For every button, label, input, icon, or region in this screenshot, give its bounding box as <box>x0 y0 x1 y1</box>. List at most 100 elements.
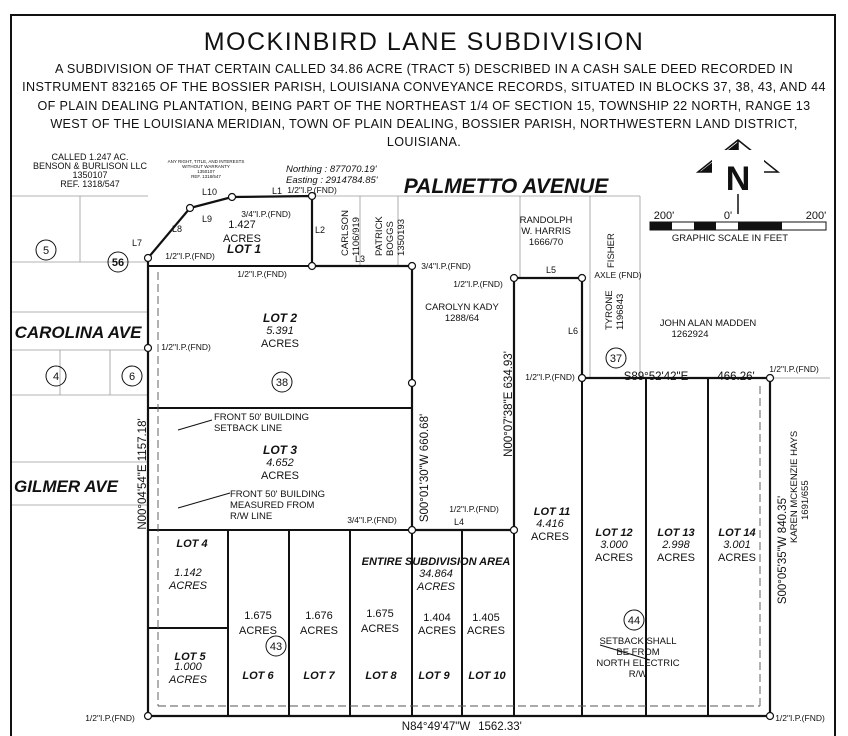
svg-text:ACRES: ACRES <box>657 552 695 564</box>
svg-text:LOT 7: LOT 7 <box>303 670 335 682</box>
leader-lines <box>177 419 651 661</box>
svg-text:JOHN ALAN MADDEN: JOHN ALAN MADDEN <box>660 318 757 329</box>
scale-caption: GRAPHIC SCALE IN FEET <box>672 233 788 244</box>
monument-pin-9: 1/2"I.P.(FND) <box>769 364 819 374</box>
svg-text:ACRES: ACRES <box>467 625 505 637</box>
setback-lines <box>157 272 761 707</box>
sheet-border-top <box>10 14 836 16</box>
bearing-south-line: S89°52'42"E <box>624 371 689 383</box>
owner-tyrone: TYRONE 1196843 <box>604 290 626 330</box>
northing-text: Northing : 877070.19' <box>286 164 378 175</box>
easting-text: Easting : 2914784.85' <box>286 175 379 186</box>
svg-text:ACRES: ACRES <box>300 625 338 637</box>
line-label-l5: L5 <box>546 265 556 275</box>
svg-text:RANDOLPH: RANDOLPH <box>520 215 573 226</box>
owner-carlson: CARLSON 1106/919 <box>340 210 362 256</box>
street-gilmer: GILMER AVE <box>14 477 119 496</box>
called-tract-small1: ANY RIGHT, TITLE, AND INTERESTS <box>168 159 245 164</box>
north-arrow-icon <box>695 139 781 214</box>
svg-text:1666/70: 1666/70 <box>529 237 563 248</box>
line-label-l6: L6 <box>568 326 578 336</box>
note-setback-line: FRONT 50' BUILDING SETBACK LINE <box>214 412 309 434</box>
owner-fisher: FISHER <box>606 233 617 268</box>
lot-12-label: LOT 12 3.000 ACRES <box>595 527 633 564</box>
block-44: 44 <box>628 615 640 627</box>
lot-13-label: LOT 13 2.998 ACRES <box>657 527 695 564</box>
svg-text:LOT 11: LOT 11 <box>534 506 570 518</box>
line-label-l2: L2 <box>315 225 325 235</box>
svg-text:ACRES: ACRES <box>261 470 299 482</box>
svg-text:1288/64: 1288/64 <box>445 313 479 324</box>
svg-text:PATRICK: PATRICK <box>374 216 385 256</box>
block-6: 6 <box>129 371 135 383</box>
svg-text:ACRES: ACRES <box>361 623 399 635</box>
line-label-l3: L3 <box>355 254 365 264</box>
monument-pin-12: 1/2"I.P.(FND) <box>85 713 135 723</box>
lot-8-label: 1.675 ACRES LOT 8 <box>361 608 399 682</box>
block-56: 56 <box>112 257 124 269</box>
line-label-l1: L1 <box>272 186 282 196</box>
svg-text:LOT 12: LOT 12 <box>595 527 632 539</box>
svg-text:FRONT 50' BUILDING: FRONT 50' BUILDING <box>230 489 325 500</box>
svg-text:LOT 4: LOT 4 <box>176 538 207 550</box>
owner-randolph-harris: RANDOLPH W. HARRIS 1666/70 <box>520 215 573 248</box>
line-label-l8: L8 <box>172 224 182 234</box>
monument-pin-1: 1/2"I.P.(FND) <box>287 185 337 195</box>
svg-text:ACRES: ACRES <box>168 580 208 592</box>
block-circles <box>35 239 645 657</box>
line-label-l7: L7 <box>132 238 142 248</box>
svg-text:1.675: 1.675 <box>366 608 394 620</box>
bearing-lot11-west: N00°07'38"E 634.93' <box>503 351 515 457</box>
monument-pin-8: 1/2"I.P.(FND) <box>525 372 575 382</box>
lot-6-label: 1.675 ACRES LOT 6 <box>239 610 277 682</box>
bearing-south-distance: 466.26' <box>717 371 754 383</box>
svg-text:LOT 1: LOT 1 <box>227 242 261 256</box>
street-carolina: CAROLINA AVE <box>15 323 143 342</box>
called-tract-line3: 1350107 <box>72 170 107 180</box>
block-43: 43 <box>270 641 282 653</box>
svg-text:R/W LINE: R/W LINE <box>230 511 272 522</box>
monument-pin-7: 1/2"I.P.(FND) <box>161 342 211 352</box>
svg-text:1262924: 1262924 <box>672 329 709 340</box>
called-tract-small3: 1350107 <box>197 169 215 174</box>
called-tract-small4: REF. 1318/547 <box>191 174 221 179</box>
entire-subdivision-area-label: ENTIRE SUBDIVISION AREA 34.864 ACRES <box>362 556 511 593</box>
monument-pin-6: 1/2"I.P.(FND) <box>453 279 503 289</box>
sheet-border-left <box>10 14 12 736</box>
svg-text:TYRONE: TYRONE <box>604 290 615 330</box>
svg-text:ACRES: ACRES <box>531 531 569 543</box>
svg-text:LOT 14: LOT 14 <box>718 527 755 539</box>
svg-text:ACRES: ACRES <box>239 625 277 637</box>
monument-pin-2: 3/4"I.P.(FND) <box>241 209 291 219</box>
owner-patrick-boggs: PATRICK BOGGS 1350193 <box>374 216 407 256</box>
monument-pin-11: 1/2"I.P.(FND) <box>449 504 499 514</box>
block-38: 38 <box>276 377 288 389</box>
svg-text:CAROLYN KADY: CAROLYN KADY <box>425 302 499 313</box>
svg-text:1.142: 1.142 <box>174 567 202 579</box>
svg-text:CARLSON: CARLSON <box>340 210 351 256</box>
svg-text:ACRES: ACRES <box>418 625 456 637</box>
monument-pin-4: 1/2"I.P.(FND) <box>237 269 287 279</box>
svg-text:SETBACK SHALL: SETBACK SHALL <box>599 636 676 647</box>
scale-left-label: 200' <box>654 210 674 222</box>
called-tract-line2: BENSON & BURLISON LLC <box>33 161 148 171</box>
owner-carolyn-kady: CAROLYN KADY 1288/64 <box>425 302 499 324</box>
bearing-west-line: N00°04'54"E 1157.18' <box>137 418 149 529</box>
lot-11-label: LOT 11 4.416 ACRES <box>531 506 570 543</box>
bearing-bottom-line: N84°49'47"W <box>402 721 471 733</box>
monument-pin-5: 3/4"I.P.(FND) <box>421 261 471 271</box>
svg-text:1196843: 1196843 <box>615 294 626 330</box>
scale-right-label: 200' <box>806 210 826 222</box>
svg-text:LOT 5: LOT 5 <box>174 651 206 663</box>
north-letter: N <box>726 160 751 198</box>
scale-mid-label: 0' <box>724 210 732 222</box>
lot-4-label: LOT 4 1.142 ACRES <box>168 538 208 592</box>
svg-text:1350193: 1350193 <box>396 219 407 256</box>
svg-text:3.000: 3.000 <box>600 539 628 551</box>
note-setback-electric: SETBACK SHALL BE FROM NORTH ELECTRIC R/W <box>596 636 679 680</box>
svg-text:1.427: 1.427 <box>228 219 256 231</box>
owner-hays: KAREN MCKENZIE HAYS 1691/655 <box>789 431 811 543</box>
svg-text:1.675: 1.675 <box>244 610 272 622</box>
